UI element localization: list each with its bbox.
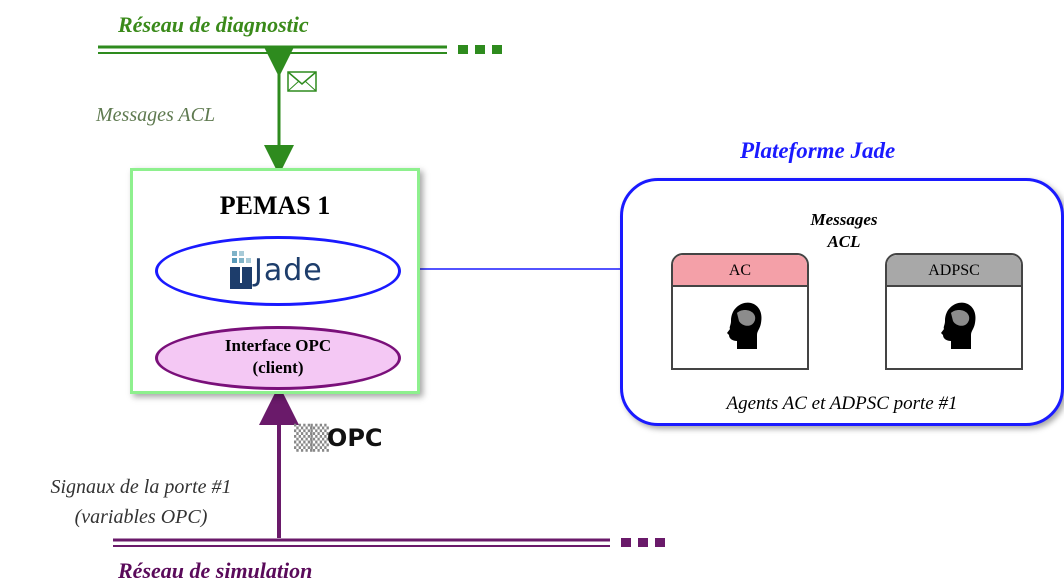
platform-messages-line1: Messages <box>810 210 878 229</box>
jade-platform-box: Messages ACL AC ADPSC Agents AC et ADPSC… <box>620 178 1064 426</box>
agent-adpsc: ADPSC <box>885 253 1023 370</box>
signals-line2: (variables OPC) <box>74 506 208 528</box>
opc-logo-stripes: ▒▒ <box>294 424 329 452</box>
opc-logo: ▒▒OPC <box>294 424 383 452</box>
simulation-network-label: Réseau de simulation <box>118 558 313 583</box>
agent-ac: AC <box>671 253 809 370</box>
opc-logo-text: OPC <box>326 424 383 452</box>
opc-interface-line1: Interface OPC <box>224 336 332 355</box>
diagnostic-network-label: Réseau de diagnostic <box>118 12 309 37</box>
agent-ac-header: AC <box>673 255 807 287</box>
brain-head-icon <box>727 302 762 349</box>
platform-messages-label: Messages ACL <box>789 209 899 253</box>
pemas-box: PEMAS 1 Jade Interface OPC (client) <box>130 168 420 394</box>
simulation-network-bus <box>113 538 665 547</box>
jade-ellipse: Jade <box>155 236 401 306</box>
envelope-icon <box>287 71 317 92</box>
opc-interface-line2: (client) <box>252 358 304 377</box>
signals-label: Signaux de la porte #1 (variables OPC) <box>10 472 272 532</box>
opc-interface-text: Interface OPC (client) <box>158 335 398 379</box>
jade-logo-text: Jade <box>254 253 323 288</box>
pemas-title: PEMAS 1 <box>219 191 331 220</box>
jade-logo-icon <box>230 251 252 289</box>
messages-acl-label: Messages ACL <box>96 104 216 126</box>
opc-interface-ellipse: Interface OPC (client) <box>155 326 401 390</box>
brain-head-icon <box>941 302 976 349</box>
platform-messages-line2: ACL <box>827 232 861 251</box>
agents-caption: Agents AC et ADPSC porte #1 <box>726 393 958 414</box>
platform-title: Plateforme Jade <box>740 138 896 163</box>
diagnostic-network-bus <box>98 45 502 54</box>
agent-adpsc-header: ADPSC <box>887 255 1021 287</box>
signals-line1: Signaux de la porte #1 <box>50 476 232 498</box>
